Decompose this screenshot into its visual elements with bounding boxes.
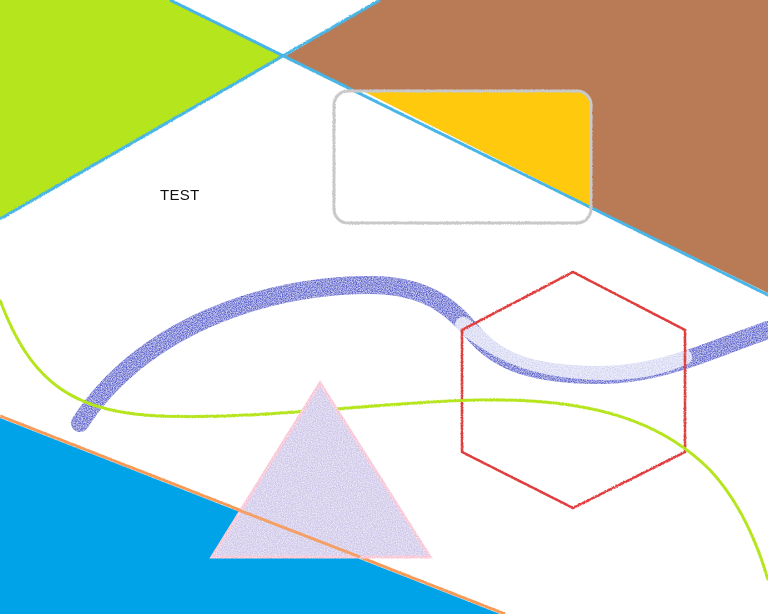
rect-white-fill — [336, 92, 590, 222]
test-label: TEST — [160, 187, 200, 204]
green-triangle — [0, 0, 284, 218]
stroke-fade-overlay — [455, 317, 692, 381]
rounded-rectangle-outline — [332, 89, 593, 225]
green-curve — [0, 299, 768, 581]
blue-diagonal-line — [0, 0, 381, 221]
red-hexagon-outline — [460, 270, 687, 510]
blue-diagonal-line — [169, 0, 768, 297]
orange-line-over-triangle — [235, 507, 361, 559]
lavender-triangle — [209, 380, 433, 559]
